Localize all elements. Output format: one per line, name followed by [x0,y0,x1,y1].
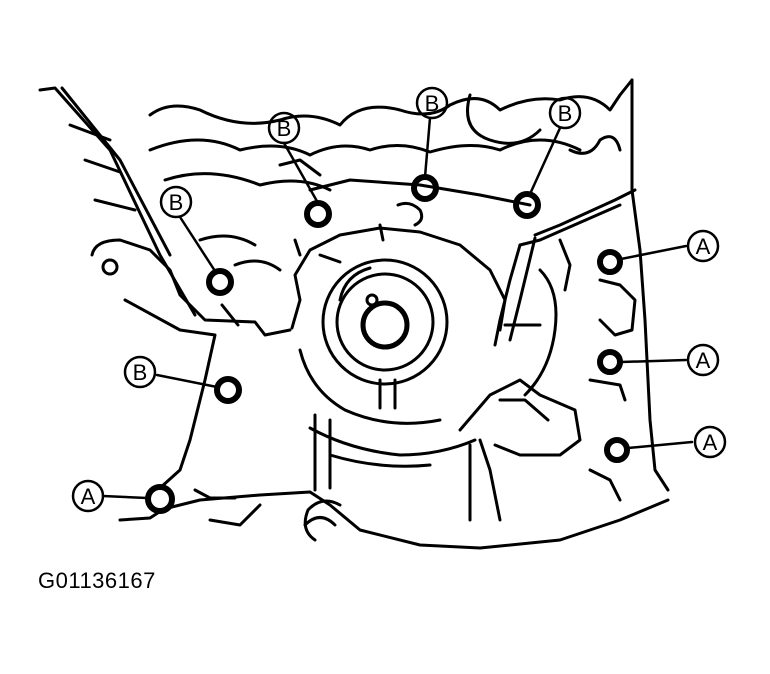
leader-lines [101,116,694,500]
pump-housing [90,178,670,550]
mount-hole-left [101,258,119,276]
bolt-set [101,174,630,514]
pump-rotor [321,258,449,386]
callout-label: A [696,234,711,259]
callout-labels: B B B B B A A A A [81,91,718,509]
bolt-b-mid-left [214,376,242,404]
callout-label: A [703,430,718,455]
bolt-a-right-upper [597,249,623,275]
bolt-b-top-right [513,191,541,219]
callout-label: B [277,116,292,141]
callout-label: B [133,360,148,385]
callout-label: B [425,91,440,116]
callout-label: B [558,101,573,126]
bolt-b-upper-left [206,268,234,296]
bolt-a-bottom-left [145,484,175,514]
figure-id-label: G01136167 [38,568,156,593]
callout-label: A [81,484,96,509]
bolt-a-right-middle [597,349,623,375]
bolt-a-right-lower [604,437,630,463]
callout-label: B [169,190,184,215]
callout-bubbles [71,86,727,513]
callout-label: A [696,348,711,373]
bolt-b-top-left [304,200,332,228]
